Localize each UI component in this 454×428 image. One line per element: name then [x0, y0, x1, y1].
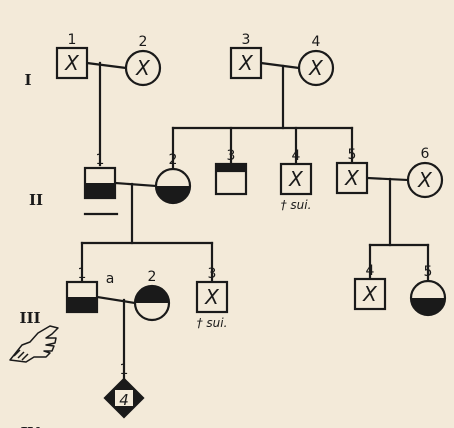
female-circle-symbol [297, 49, 335, 87]
x-mark: X [362, 282, 378, 306]
mating-line-ii1-ii2 [113, 181, 158, 188]
affected-lower-fill [156, 186, 190, 203]
generation-label-i: I [24, 71, 31, 89]
affected-top-band-fill [216, 164, 246, 173]
extra-label: a [106, 271, 115, 287]
individual-iii-4: X4 [353, 263, 387, 311]
mating-line-i3-i4 [259, 61, 301, 70]
diamond-count-box [115, 390, 133, 406]
individual-iii-2: 2 [133, 269, 171, 322]
generation-label-ii: II [29, 191, 43, 209]
individual-ii-4: X 4 † sui. [279, 148, 313, 212]
x-mark: X [135, 56, 151, 80]
individual-i-1: X1 [55, 32, 89, 80]
individual-iii-5: 5 [409, 264, 447, 317]
x-mark: X [417, 168, 433, 192]
x-mark: X [344, 166, 360, 190]
individual-number: 1 [78, 266, 87, 282]
individual-number: 3 [242, 32, 251, 48]
proband-pointing-hand-icon [9, 325, 59, 363]
sibling-count: 4 [119, 391, 129, 409]
individual-number: 3 [227, 148, 236, 164]
affected-lower-fill [67, 297, 97, 312]
individual-i-2: X2 [124, 34, 162, 87]
mating-line-iii1-iii2 [95, 295, 137, 305]
male-square-symbol [335, 161, 369, 195]
male-square-symbol [229, 46, 263, 80]
individual-number: 4 [366, 263, 375, 279]
male-square-symbol [195, 280, 229, 314]
mating-line-i1-i2 [85, 61, 128, 70]
generation-labels: IIIIIIIV [19, 71, 43, 428]
individual-ii-6: X6 [406, 146, 444, 199]
individual-number: 2 [169, 152, 178, 168]
individual-number: 2 [148, 269, 157, 285]
female-circle-symbol [406, 161, 444, 199]
male-square-symbol [353, 277, 387, 311]
suicide-note: † sui. [197, 316, 228, 330]
individual-ii-2: 2 [154, 152, 192, 205]
individual-iv-1: 41 [103, 362, 145, 419]
female-circle-symbol [124, 49, 162, 87]
individual-number: 4 [292, 148, 301, 164]
mating-line-ii5-ii6 [365, 176, 410, 182]
individual-ii-1: 1 [83, 152, 117, 200]
male-square-symbol [279, 162, 313, 196]
x-mark: X [308, 56, 324, 80]
individual-i-3: X3 [229, 32, 263, 80]
individual-number: 3 [208, 266, 217, 282]
affected-lower-fill [411, 298, 445, 315]
individual-number: 1 [96, 152, 105, 168]
x-mark: X [204, 285, 220, 309]
individual-iii-3: X 3 † sui. [195, 266, 229, 330]
affected-lower-fill [85, 183, 115, 198]
individual-number: 1 [120, 362, 129, 378]
x-mark: X [238, 51, 254, 75]
suicide-note: † sui. [281, 198, 312, 212]
x-mark: X [288, 167, 304, 191]
individual-number: 5 [348, 147, 357, 163]
relationship-lines [80, 61, 430, 381]
x-mark: X [64, 51, 80, 75]
generation-label-iv: IV [21, 424, 40, 428]
male-square-symbol [55, 46, 89, 80]
individual-number: 2 [139, 34, 148, 50]
affected-upper-fill [135, 286, 169, 303]
individual-number: 1 [68, 32, 77, 48]
generation-label-iii: III [19, 309, 40, 327]
individual-ii-5: X5 [335, 147, 369, 195]
individual-ii-3: 3 [214, 148, 248, 196]
individual-number: 6 [421, 146, 430, 162]
individual-number: 4 [312, 34, 321, 50]
individual-i-4: X4 [297, 34, 335, 87]
individual-number: 5 [424, 264, 433, 280]
